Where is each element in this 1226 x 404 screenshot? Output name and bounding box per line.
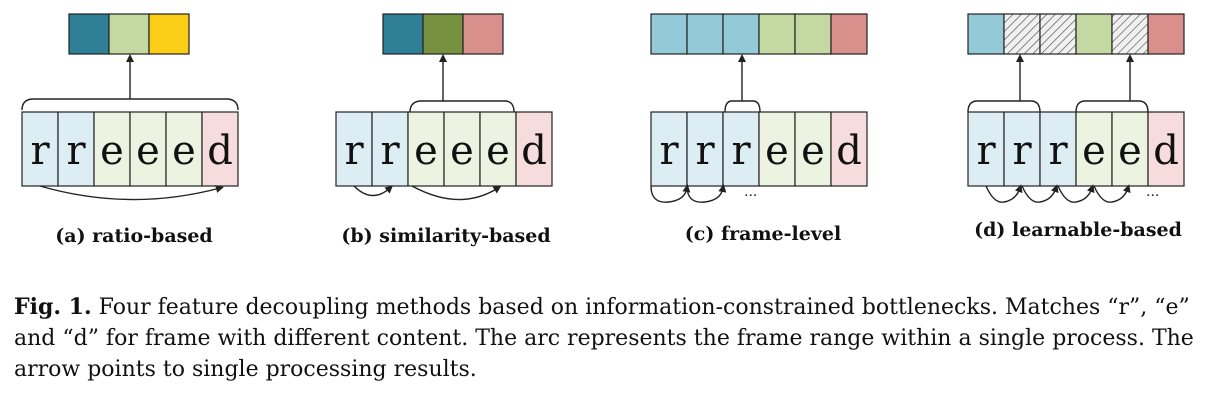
- frame-cell: [1147, 111, 1185, 187]
- range-arc: [1075, 100, 1149, 113]
- frame-letter: e: [1118, 128, 1142, 174]
- output-cell: [148, 13, 190, 55]
- output-cell: [68, 13, 110, 55]
- range-arc: [724, 100, 761, 113]
- frame-cell: [479, 111, 517, 187]
- output-cell: [758, 13, 796, 55]
- frame-cell: [21, 111, 59, 187]
- figure-label: Fig. 1.: [14, 294, 92, 320]
- frame-cell: [443, 111, 481, 187]
- frame-letter: r: [1048, 128, 1068, 174]
- frame-letter: e: [765, 128, 789, 174]
- range-arc: [411, 185, 502, 201]
- output-row: [382, 13, 504, 55]
- frame-letter: r: [344, 128, 364, 174]
- range-arc: [650, 184, 691, 203]
- output-cell: [462, 13, 504, 55]
- frame-cell: [93, 111, 131, 187]
- frame-letter: e: [136, 128, 160, 174]
- frame-letter: d: [1153, 128, 1179, 174]
- panel-label: (a) ratio-based: [55, 225, 212, 247]
- frame-letter: d: [521, 128, 547, 174]
- frame-cell: [794, 111, 832, 187]
- output-cell: [1147, 13, 1185, 55]
- output-row: [967, 13, 1185, 55]
- output-cell: [650, 13, 688, 55]
- output-cell: [1039, 13, 1077, 55]
- frame-letter: r: [731, 128, 751, 174]
- panel-label: (b) similarity-based: [341, 225, 550, 247]
- frame-letter: r: [976, 128, 996, 174]
- frame-cell: [1075, 111, 1113, 187]
- caption-text: Four feature decoupling methods based on…: [14, 295, 1194, 382]
- frame-letter: e: [100, 128, 124, 174]
- frame-cell: [967, 111, 1005, 187]
- frame-cell: [830, 111, 868, 187]
- frame-letter: e: [1082, 128, 1106, 174]
- frame-cell: [722, 111, 760, 187]
- output-cell: [1003, 13, 1041, 55]
- range-arc: [353, 185, 393, 197]
- range-arc: [21, 98, 239, 111]
- frame-letter: r: [66, 128, 86, 174]
- frame-cell: [515, 111, 553, 187]
- frame-cell: [407, 111, 445, 187]
- frame-cell: [758, 111, 796, 187]
- range-arc: [409, 100, 515, 113]
- frame-letter: r: [695, 128, 715, 174]
- frame-letter: e: [450, 128, 474, 174]
- output-cell: [1111, 13, 1149, 55]
- figure-caption: Fig. 1. Four feature decoupling methods …: [14, 292, 1214, 385]
- range-arc: [686, 184, 727, 203]
- frame-letter: e: [486, 128, 510, 174]
- frame-cell: [57, 111, 95, 187]
- range-arc: [1021, 184, 1059, 203]
- output-cell: [722, 13, 760, 55]
- panel-label: (d) learnable-based: [974, 219, 1182, 241]
- range-arc: [1093, 184, 1131, 203]
- frame-letter: r: [659, 128, 679, 174]
- frame-letter: r: [30, 128, 50, 174]
- frame-cell: [201, 111, 239, 187]
- frame-letter: d: [207, 128, 233, 174]
- range-arc: [985, 184, 1023, 203]
- range-arc: [39, 185, 224, 201]
- output-row: [650, 13, 868, 55]
- output-cell: [794, 13, 832, 55]
- output-cell: [830, 13, 868, 55]
- output-cell: [382, 13, 424, 55]
- output-cell: [422, 13, 464, 55]
- frame-cell: [1039, 111, 1077, 187]
- output-row: [68, 13, 190, 55]
- frame-letter: r: [380, 128, 400, 174]
- ellipsis: ...: [744, 184, 757, 200]
- frame-cell: [1111, 111, 1149, 187]
- frame-letter: e: [172, 128, 196, 174]
- panel-label: (c) frame-level: [685, 223, 841, 245]
- range-arc: [1057, 184, 1095, 203]
- frame-cell: [165, 111, 203, 187]
- frame-letter: d: [836, 128, 862, 174]
- ellipsis: ...: [1146, 184, 1159, 200]
- frame-letter: e: [414, 128, 438, 174]
- output-cell: [108, 13, 150, 55]
- output-cell: [686, 13, 724, 55]
- range-arc: [967, 100, 1041, 113]
- frame-letter: e: [801, 128, 825, 174]
- frame-cell: [686, 111, 724, 187]
- output-cell: [967, 13, 1005, 55]
- output-cell: [1075, 13, 1113, 55]
- frame-letter: r: [1012, 128, 1032, 174]
